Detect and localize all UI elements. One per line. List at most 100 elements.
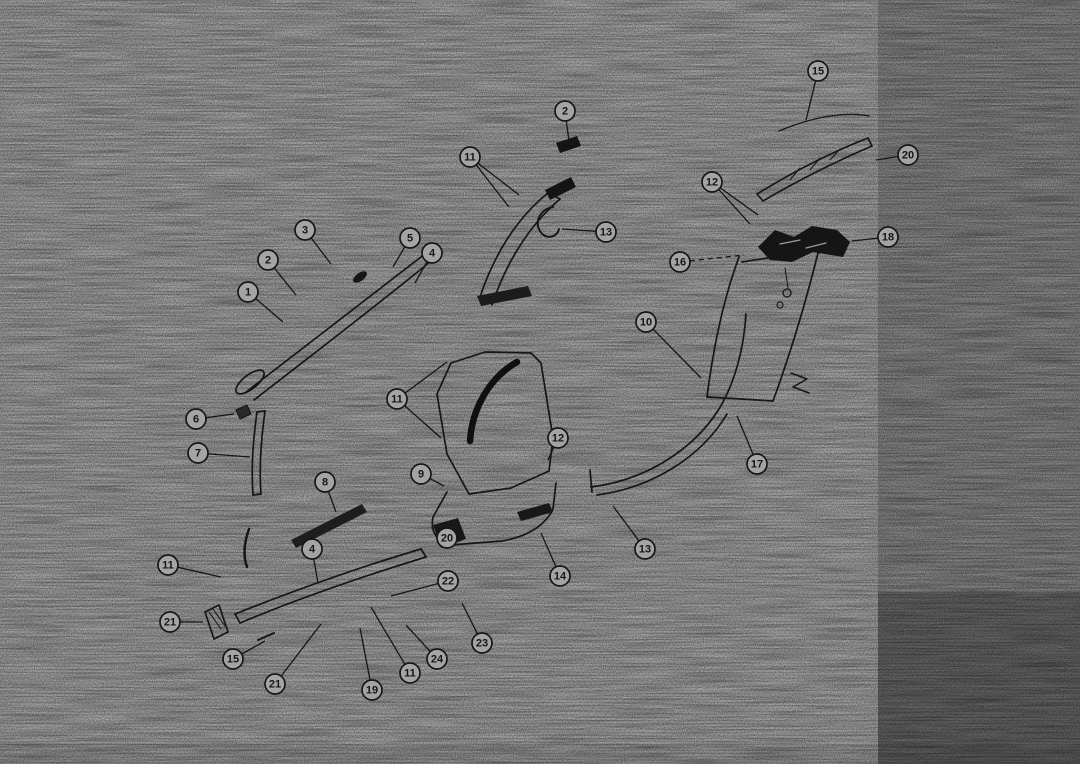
callout-number: 11: [464, 152, 476, 164]
leader-line: [689, 254, 745, 262]
callout-number: 5: [407, 233, 413, 245]
leader-line: [719, 187, 759, 216]
callout-circle: [410, 463, 432, 485]
leader-line: [652, 328, 702, 379]
callout-circle: [877, 226, 899, 248]
callout-18: 18: [851, 226, 899, 248]
callouts-layer: 2111315201218163524110116789122017131411…: [157, 60, 919, 701]
callout-20: 20: [875, 144, 919, 166]
leader-line: [310, 237, 332, 265]
leader-line: [475, 164, 510, 208]
part-upper-trim-strip: [235, 249, 437, 401]
callout-number: 19: [366, 685, 378, 697]
callout-number: 2: [265, 255, 271, 267]
callout-number: 13: [639, 544, 651, 556]
leader-line: [280, 623, 322, 677]
callout-circle: [426, 648, 448, 670]
leader-line: [461, 602, 479, 635]
callout-number: 4: [309, 544, 316, 556]
callout-circle: [746, 453, 768, 475]
callout-number: 24: [431, 654, 444, 666]
callout-number: 9: [418, 469, 424, 481]
part-top-center-panel: [477, 136, 581, 306]
callout-number: 7: [195, 448, 201, 460]
callout-circle: [399, 662, 421, 684]
callout-2: 2: [257, 249, 297, 296]
leader-line: [736, 415, 754, 456]
callout-number: 23: [476, 638, 488, 650]
callout-number: 1: [245, 287, 251, 299]
callout-circle: [807, 60, 829, 82]
callout-number: 21: [269, 679, 281, 691]
callout-circle: [459, 146, 481, 168]
part-upper-right-rail: [756, 113, 873, 202]
callout-number: 3: [302, 225, 308, 237]
callout-circle: [257, 249, 279, 271]
leader-line: [390, 582, 439, 597]
callout-number: 13: [600, 227, 612, 239]
callout-circle: [361, 679, 383, 701]
leader-line: [404, 361, 448, 394]
callout-number: 12: [552, 433, 564, 445]
callout-12: 12: [701, 171, 759, 225]
callout-circle: [399, 227, 421, 249]
callout-circle: [301, 538, 323, 560]
callout-16: 16: [669, 251, 745, 273]
callout-24: 24: [405, 624, 448, 670]
callout-number: 10: [640, 317, 652, 329]
callout-6: 6: [185, 408, 235, 430]
leader-line: [561, 228, 597, 232]
callout-21: 21: [159, 611, 203, 633]
callout-circle: [547, 427, 569, 449]
callout-circle: [635, 311, 657, 333]
callout-13: 13: [612, 505, 656, 560]
leader-line: [327, 491, 337, 513]
callout-19: 19: [359, 627, 383, 701]
callout-number: 20: [902, 150, 914, 162]
callout-circle: [471, 632, 493, 654]
callout-number: 15: [812, 66, 824, 78]
leader-line: [392, 246, 406, 268]
callout-11: 11: [459, 146, 520, 208]
callout-number: 12: [706, 177, 718, 189]
leader-line: [207, 453, 251, 458]
callout-7: 7: [187, 442, 251, 464]
callout-4: 4: [414, 242, 443, 284]
leader-line: [205, 413, 235, 419]
callout-17: 17: [736, 415, 768, 475]
callout-number: 4: [429, 248, 436, 260]
leader-line: [565, 120, 570, 142]
callout-number: 6: [193, 414, 199, 426]
callout-circle: [669, 251, 691, 273]
leader-line: [429, 478, 445, 487]
diagram-artwork: [204, 113, 873, 641]
callout-circle: [185, 408, 207, 430]
callout-number: 17: [751, 459, 763, 471]
callout-15: 15: [222, 640, 266, 670]
callout-2: 2: [554, 100, 576, 142]
callout-number: 15: [227, 654, 239, 666]
leader-line: [359, 627, 371, 681]
callout-circle: [264, 673, 286, 695]
leader-line: [177, 566, 222, 578]
callout-circle: [421, 242, 443, 264]
callout-12: 12: [547, 427, 569, 461]
callout-circle: [634, 538, 656, 560]
callout-circle: [436, 527, 458, 549]
callout-3: 3: [294, 219, 332, 265]
callout-4: 4: [301, 538, 323, 584]
callout-circle: [437, 570, 459, 592]
callout-8: 8: [314, 471, 337, 513]
callout-circle: [549, 565, 571, 587]
leader-line: [414, 261, 428, 284]
callout-5: 5: [392, 227, 421, 268]
callout-11: 11: [157, 554, 222, 578]
leader-line: [875, 155, 899, 161]
callout-number: 21: [164, 617, 176, 629]
callout-number: 11: [162, 560, 174, 572]
callout-number: 14: [554, 571, 567, 583]
callout-11: 11: [370, 606, 421, 684]
